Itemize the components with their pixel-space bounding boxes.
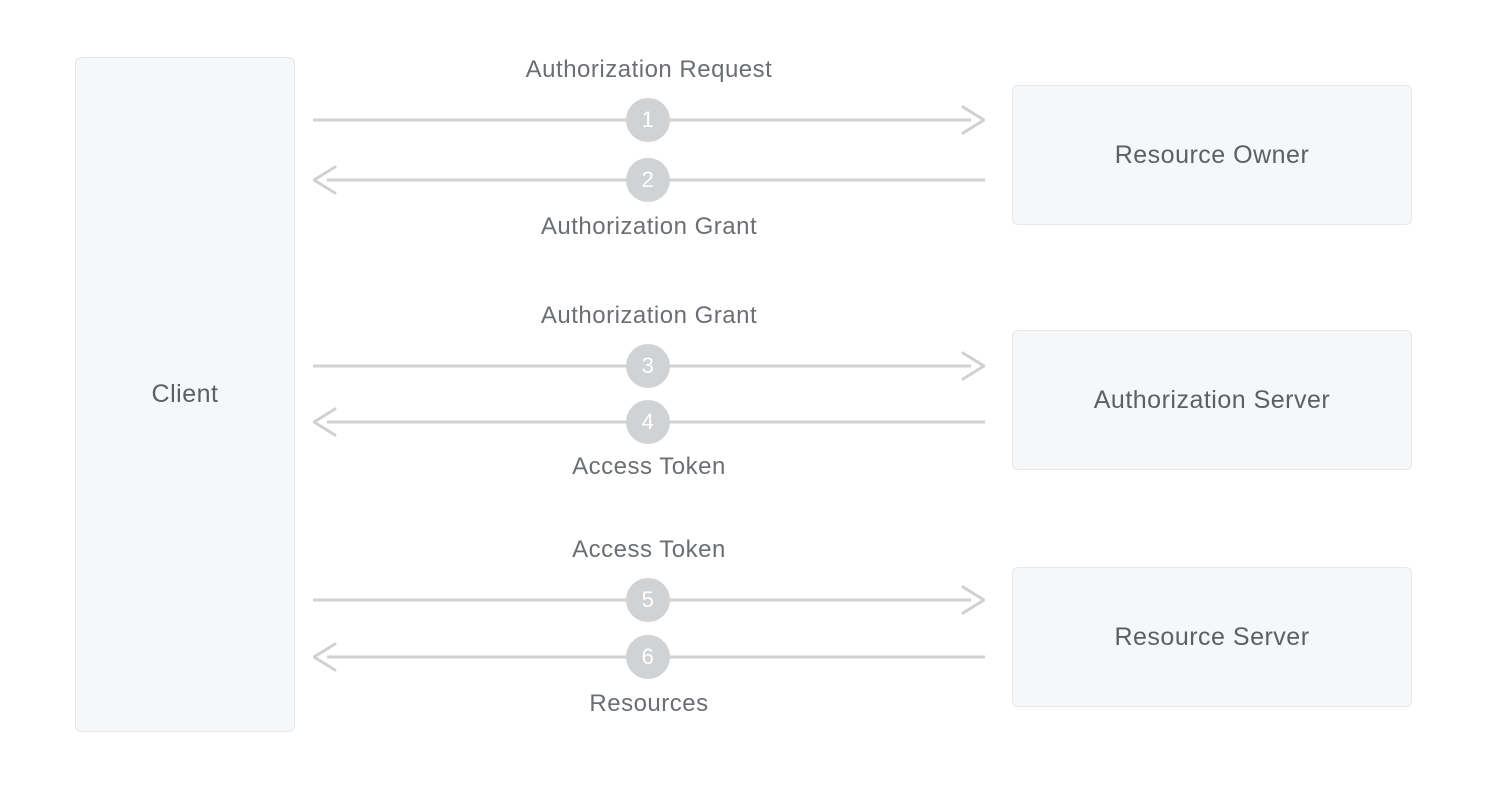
authorization-server-box: Authorization Server <box>1012 330 1412 470</box>
resource-server-label: Resource Server <box>1114 622 1310 651</box>
step-6-badge: 6 <box>626 635 670 679</box>
authorization-server-label: Authorization Server <box>1093 385 1331 414</box>
client-box: Client <box>75 57 295 732</box>
step-2-badge: 2 <box>626 158 670 202</box>
exchange-2-request-label: Authorization Grant <box>540 302 758 329</box>
exchange-1-response-label: Authorization Grant <box>540 213 758 240</box>
resource-owner-box: Resource Owner <box>1012 85 1412 225</box>
step-3-badge: 3 <box>626 344 670 388</box>
client-label: Client <box>151 380 219 408</box>
exchange-1-request-label: Authorization Request <box>525 56 773 83</box>
step-5-badge: 5 <box>626 578 670 622</box>
exchange-2-response-label: Access Token <box>572 453 726 480</box>
exchange-3-response-label: Resources <box>589 690 709 717</box>
resource-server-box: Resource Server <box>1012 567 1412 707</box>
step-4-badge: 4 <box>626 400 670 444</box>
resource-owner-label: Resource Owner <box>1114 140 1310 169</box>
exchange-3-request-label: Access Token <box>572 536 726 563</box>
step-1-badge: 1 <box>626 98 670 142</box>
